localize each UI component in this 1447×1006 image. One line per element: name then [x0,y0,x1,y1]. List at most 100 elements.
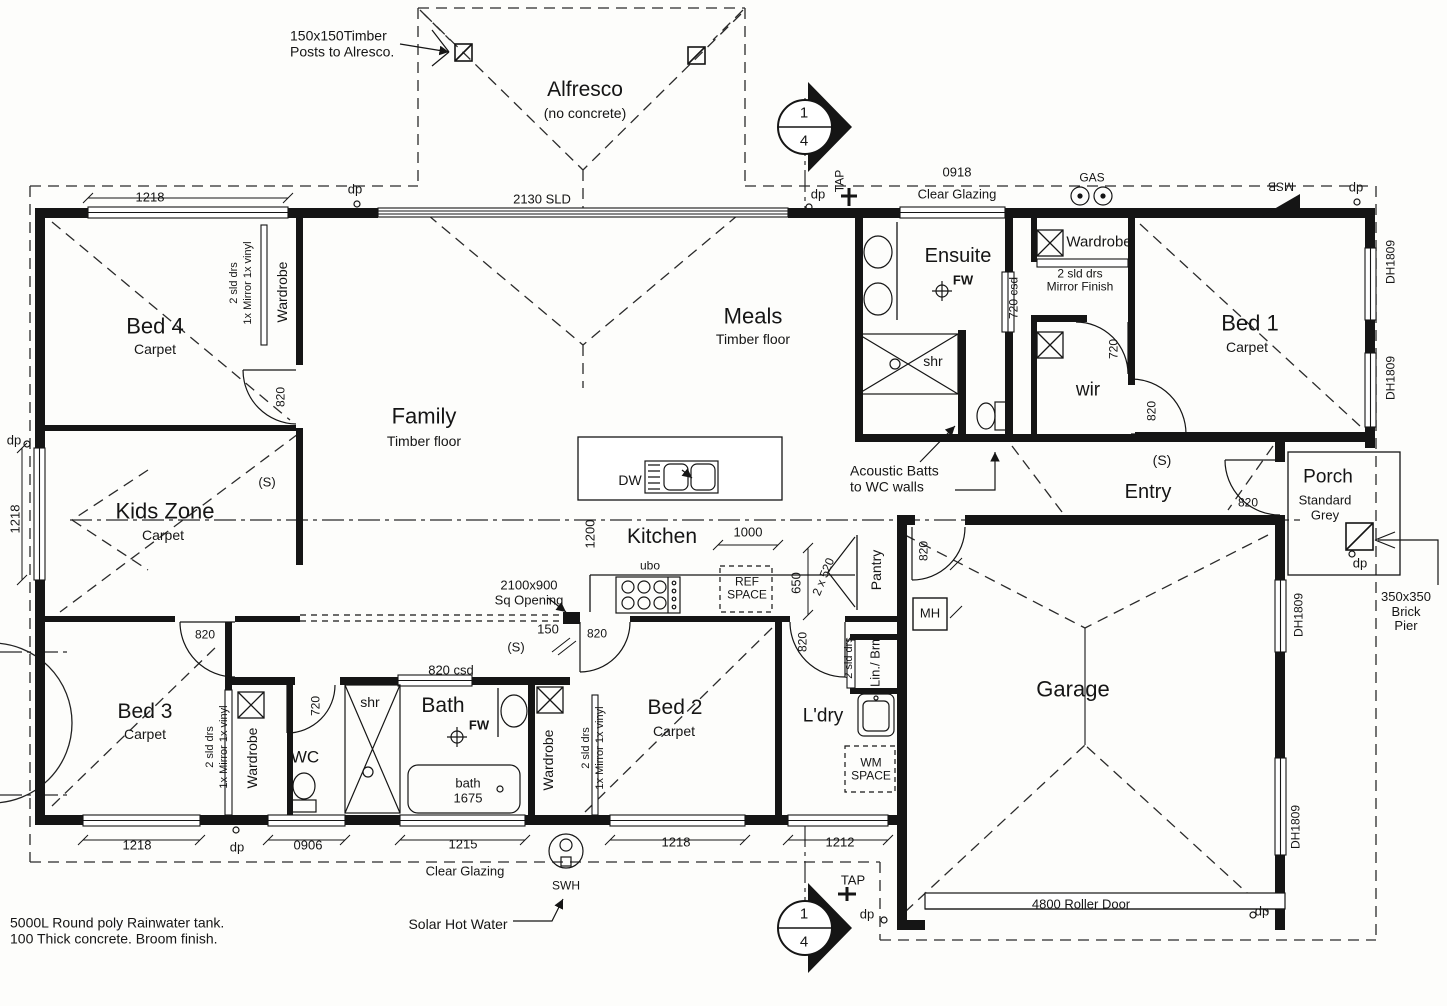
room-kids-zone-sub: Carpet [141,527,185,544]
room-bed3: Bed 3 [117,700,173,724]
note-rainwater-tank: 5000L Round poly Rainwater tank. 100 Thi… [10,914,225,946]
note-roller-door: 4800 Roller Door [1031,896,1131,912]
fw-crosshair-icon [447,727,467,747]
note-timber-posts: 150x150Timber Posts to Alresco. [290,27,395,59]
basin-icon [863,235,893,269]
dp-label: dp [229,839,245,855]
ref-space-label: REF SPACE [727,574,767,602]
room-bed2-sub: Carpet [652,723,696,740]
note-clear-glazing-top: Clear Glazing [917,186,997,202]
wm-space-label: WM SPACE [851,755,891,783]
dimension-lines [16,192,963,846]
dim-0918: 0918 [942,164,972,180]
dim-1218-bed2: 1218 [661,834,691,850]
msb-icon [1262,194,1300,216]
note-sq-opening: 2100x900 Sq Opening [494,577,564,607]
sq-opening [300,614,563,622]
wardrobe-x-icon [237,229,1064,719]
smoke-detector-label: (S) [258,474,276,490]
dim-1218-left: 1218 [7,504,23,534]
room-pantry: Pantry [868,549,885,591]
swh-label: SWH [552,878,580,893]
sliding-doors [224,224,1129,816]
basin-icon [500,694,528,728]
cooktop-icon [615,576,681,614]
basin-icon [863,282,893,316]
note-sld-bed2-1: 2 sld drs [579,727,592,769]
room-kids-zone: Kids Zone [115,498,215,524]
door-bed3 [179,621,236,678]
tap-icon [841,188,857,206]
wardrobe-bed1-label: Wardrobe [1066,233,1132,251]
room-entry: Entry [1124,480,1172,503]
room-alfresco-sub: (no concrete) [543,105,627,122]
wardrobe-bed4-label: Wardrobe [274,261,291,323]
section-marker [777,82,852,172]
dp-label: dp [1348,179,1364,195]
note-acoustic-batts: Acoustic Batts to WC walls [850,462,939,494]
door-garage [911,526,966,581]
tap-label: TAP [840,872,866,888]
swh-icon [548,833,584,869]
door-bed2 [579,621,631,673]
bathtub-icon [407,764,521,814]
fw-label: FW [468,717,490,733]
note-solar-hot-water: Solar Hot Water [408,916,508,933]
windows [33,206,1377,856]
gas-meter-icon [1070,186,1113,206]
room-bed3-sub: Carpet [123,726,167,743]
dim-720csd-ensuite: 720 csd [1006,276,1021,320]
room-bed4-sub: Carpet [133,341,177,358]
dim-820-garage-door: 820 [916,540,931,562]
tap-icon [838,887,856,901]
room-garage: Garage [1036,676,1110,702]
room-bed4: Bed 4 [126,313,184,339]
dp-label: dp [6,432,22,448]
dp-label: dp [1254,903,1270,919]
msb-label: MSB [1267,179,1295,194]
porch-outline [1287,451,1401,576]
note-sld-lin: 2 sld drs [842,637,855,679]
roof-dashed-lines [29,7,1377,941]
dim-1000: 1000 [733,524,763,540]
dim-1218-bed3: 1218 [122,837,152,853]
room-porch-sub: Standard Grey [1298,492,1352,522]
dim-0906: 0906 [293,837,323,853]
post-icon [687,46,706,65]
room-bath: Bath [421,694,465,718]
door-pantry-double [827,536,856,608]
room-meals-sub: Timber floor [715,331,791,348]
room-bed1: Bed 1 [1221,310,1279,336]
wm-space-box [844,745,896,793]
dim-820-front-door: 820 [1237,495,1259,510]
room-porch: Porch [1303,466,1353,488]
door-wc [286,684,336,734]
section-marker [777,883,852,973]
kitchen-bench [589,535,858,612]
win-dh1809-label: DH1809 [1383,239,1398,285]
fw-label: FW [952,272,974,288]
dim-1218-top: 1218 [135,189,165,205]
post-icon [454,43,473,62]
note-sld-bed4-2: 1x Mirror 1x vinyl [241,241,254,325]
dim-650: 650 [788,572,804,594]
note-sld-bed3-2: 1x Mirror 1x vinyl [217,705,230,789]
gas-label: GAS [1079,170,1105,185]
shower-icon [344,684,401,814]
section-marker-bottom-num: 1 [799,905,809,923]
dim-2130-sld: 2130 SLD [513,191,571,207]
wardrobe-bed2-label: Wardrobe [540,729,557,791]
dim-1200: 1200 [582,519,598,549]
shr-label: shr [923,353,943,370]
smoke-detector-label: (S) [507,639,525,655]
room-kitchen: Kitchen [626,525,698,549]
win-dh1809-label: DH1809 [1383,355,1398,401]
rainwater-tank-icon [0,642,73,804]
note-clear-glazing-bottom: Clear Glazing [425,863,505,879]
room-family-sub: Timber floor [386,433,462,450]
ubo-label: ubo [639,558,661,573]
note-sld-bed3-1: 2 sld drs [203,726,216,768]
exterior-walls [35,208,1375,930]
dp-label: dp [347,181,363,197]
